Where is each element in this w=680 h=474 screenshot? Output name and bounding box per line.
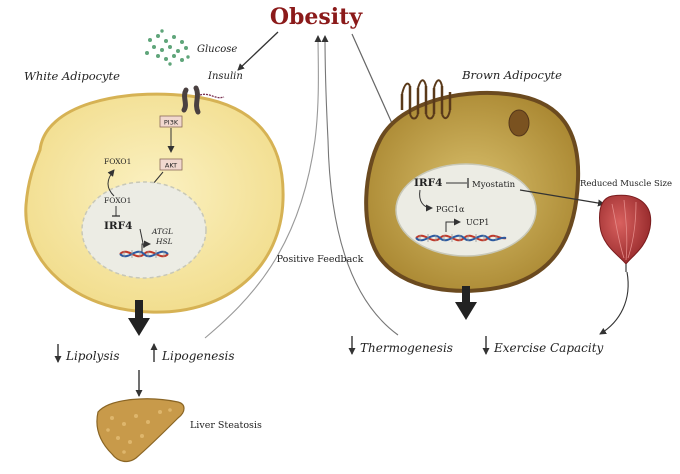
label-ucp1: UCP1	[466, 218, 489, 227]
label-liver-steatosis: Liver Steatosis	[190, 420, 262, 431]
label-insulin: Insulin	[207, 71, 243, 82]
pi3k-box	[159, 115, 183, 128]
dna-white-icon	[119, 250, 169, 258]
feedback-curve-right	[321, 35, 399, 336]
label-atgl: ATGL	[151, 227, 173, 236]
label-thermogenesis: Thermogenesis	[360, 341, 453, 355]
label-hsl: HSL	[155, 237, 173, 246]
arrow-obesity-to-insulin	[237, 31, 279, 71]
promoter-arrow-brown	[445, 218, 461, 232]
label-positive-feedback: Positive Feedback	[277, 254, 364, 265]
label-akt: AKT	[165, 162, 177, 170]
label-brown-adipocyte: Brown Adipocyte	[461, 68, 562, 82]
arrow-irf4-pgc1a	[419, 189, 433, 212]
insulin-receptor-icon	[181, 85, 225, 115]
gpcr-receptor-icon	[400, 79, 452, 120]
glucose-dots-icon	[145, 29, 190, 66]
label-lipolysis: Lipolysis	[65, 349, 119, 363]
akt-box	[159, 158, 183, 171]
white-nucleus	[81, 181, 207, 279]
dna-brown-icon	[415, 234, 507, 242]
arrow-muscle-to-exercise	[599, 271, 629, 335]
label-myostatin: Myostatin	[472, 180, 516, 190]
label-glucose: Glucose	[197, 44, 237, 55]
title-obesity: Obesity	[270, 4, 363, 30]
big-arrow-white-down	[128, 300, 150, 336]
label-pgc1a: PGC1α	[436, 205, 465, 214]
label-exercise-capacity: Exercise Capacity	[493, 341, 604, 355]
label-foxo1-nucleus: FOXO1	[104, 196, 131, 205]
label-foxo1-cytoplasm: FOXO1	[104, 157, 131, 166]
label-reduced-muscle-size: Reduced Muscle Size	[580, 179, 672, 189]
label-lipogenesis: Lipogenesis	[161, 349, 234, 363]
muscle-icon	[599, 194, 652, 272]
label-irf4-white: IRF4	[104, 220, 132, 232]
label-white-adipocyte: White Adipocyte	[24, 69, 120, 83]
feedback-curve-left	[204, 35, 322, 339]
liver-icon	[96, 398, 185, 463]
brown-nucleus	[395, 163, 537, 257]
label-irf4-brown: IRF4	[414, 177, 442, 189]
label-pi3k: PI3K	[164, 119, 179, 127]
brown-organelle	[508, 109, 530, 137]
arrow-myostatin-to-muscle	[519, 189, 605, 207]
irf4-stem	[139, 228, 145, 249]
arrow-foxo1-export	[107, 169, 115, 197]
big-arrow-brown-down	[455, 286, 477, 320]
promoter-arrow-white	[141, 240, 151, 252]
